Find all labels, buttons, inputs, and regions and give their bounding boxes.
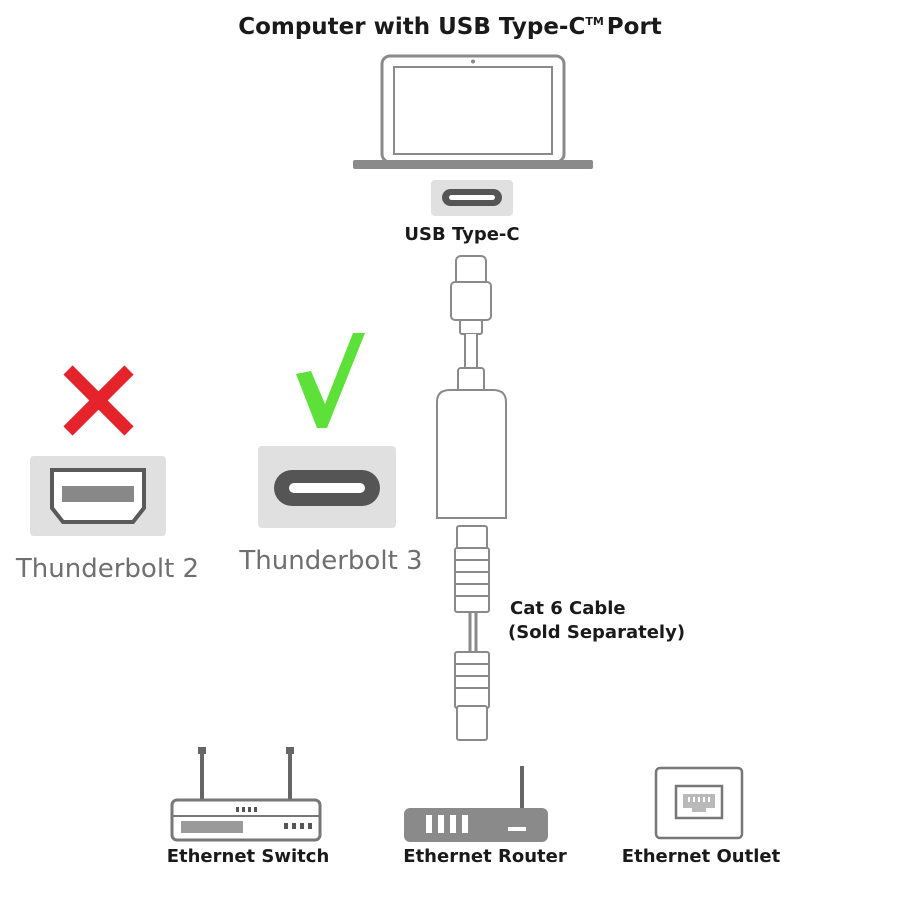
checkmark-icon <box>296 333 365 428</box>
trademark-symbol: TM <box>585 15 604 29</box>
thunderbolt-2-port-icon <box>30 456 166 536</box>
thunderbolt-3-label: Thunderbolt 3 <box>239 546 423 576</box>
usb-type-c-label: USB Type-C <box>404 224 520 245</box>
title-text: Computer with USB Type-C <box>238 14 586 40</box>
ethernet-cable-icon <box>454 525 490 741</box>
ethernet-outlet-icon <box>654 766 744 840</box>
cross-icon <box>63 365 134 436</box>
ethernet-switch-icon <box>170 747 322 842</box>
thunderbolt-3-port-icon <box>258 446 396 528</box>
cable-label-line1: Cat 6 Cable <box>510 598 626 619</box>
ethernet-outlet-label: Ethernet Outlet <box>621 846 781 867</box>
thunderbolt-2-label: Thunderbolt 2 <box>15 554 200 584</box>
title-suffix: Port <box>606 14 662 40</box>
ethernet-router-icon <box>404 766 548 842</box>
ethernet-switch-label: Ethernet Switch <box>166 846 330 867</box>
ethernet-router-label: Ethernet Router <box>403 846 567 867</box>
cable-label-line2: (Sold Separately) <box>508 622 686 643</box>
laptop-icon <box>353 54 593 169</box>
usb-c-port-icon <box>431 180 513 216</box>
usb-c-adapter-icon <box>436 255 507 519</box>
